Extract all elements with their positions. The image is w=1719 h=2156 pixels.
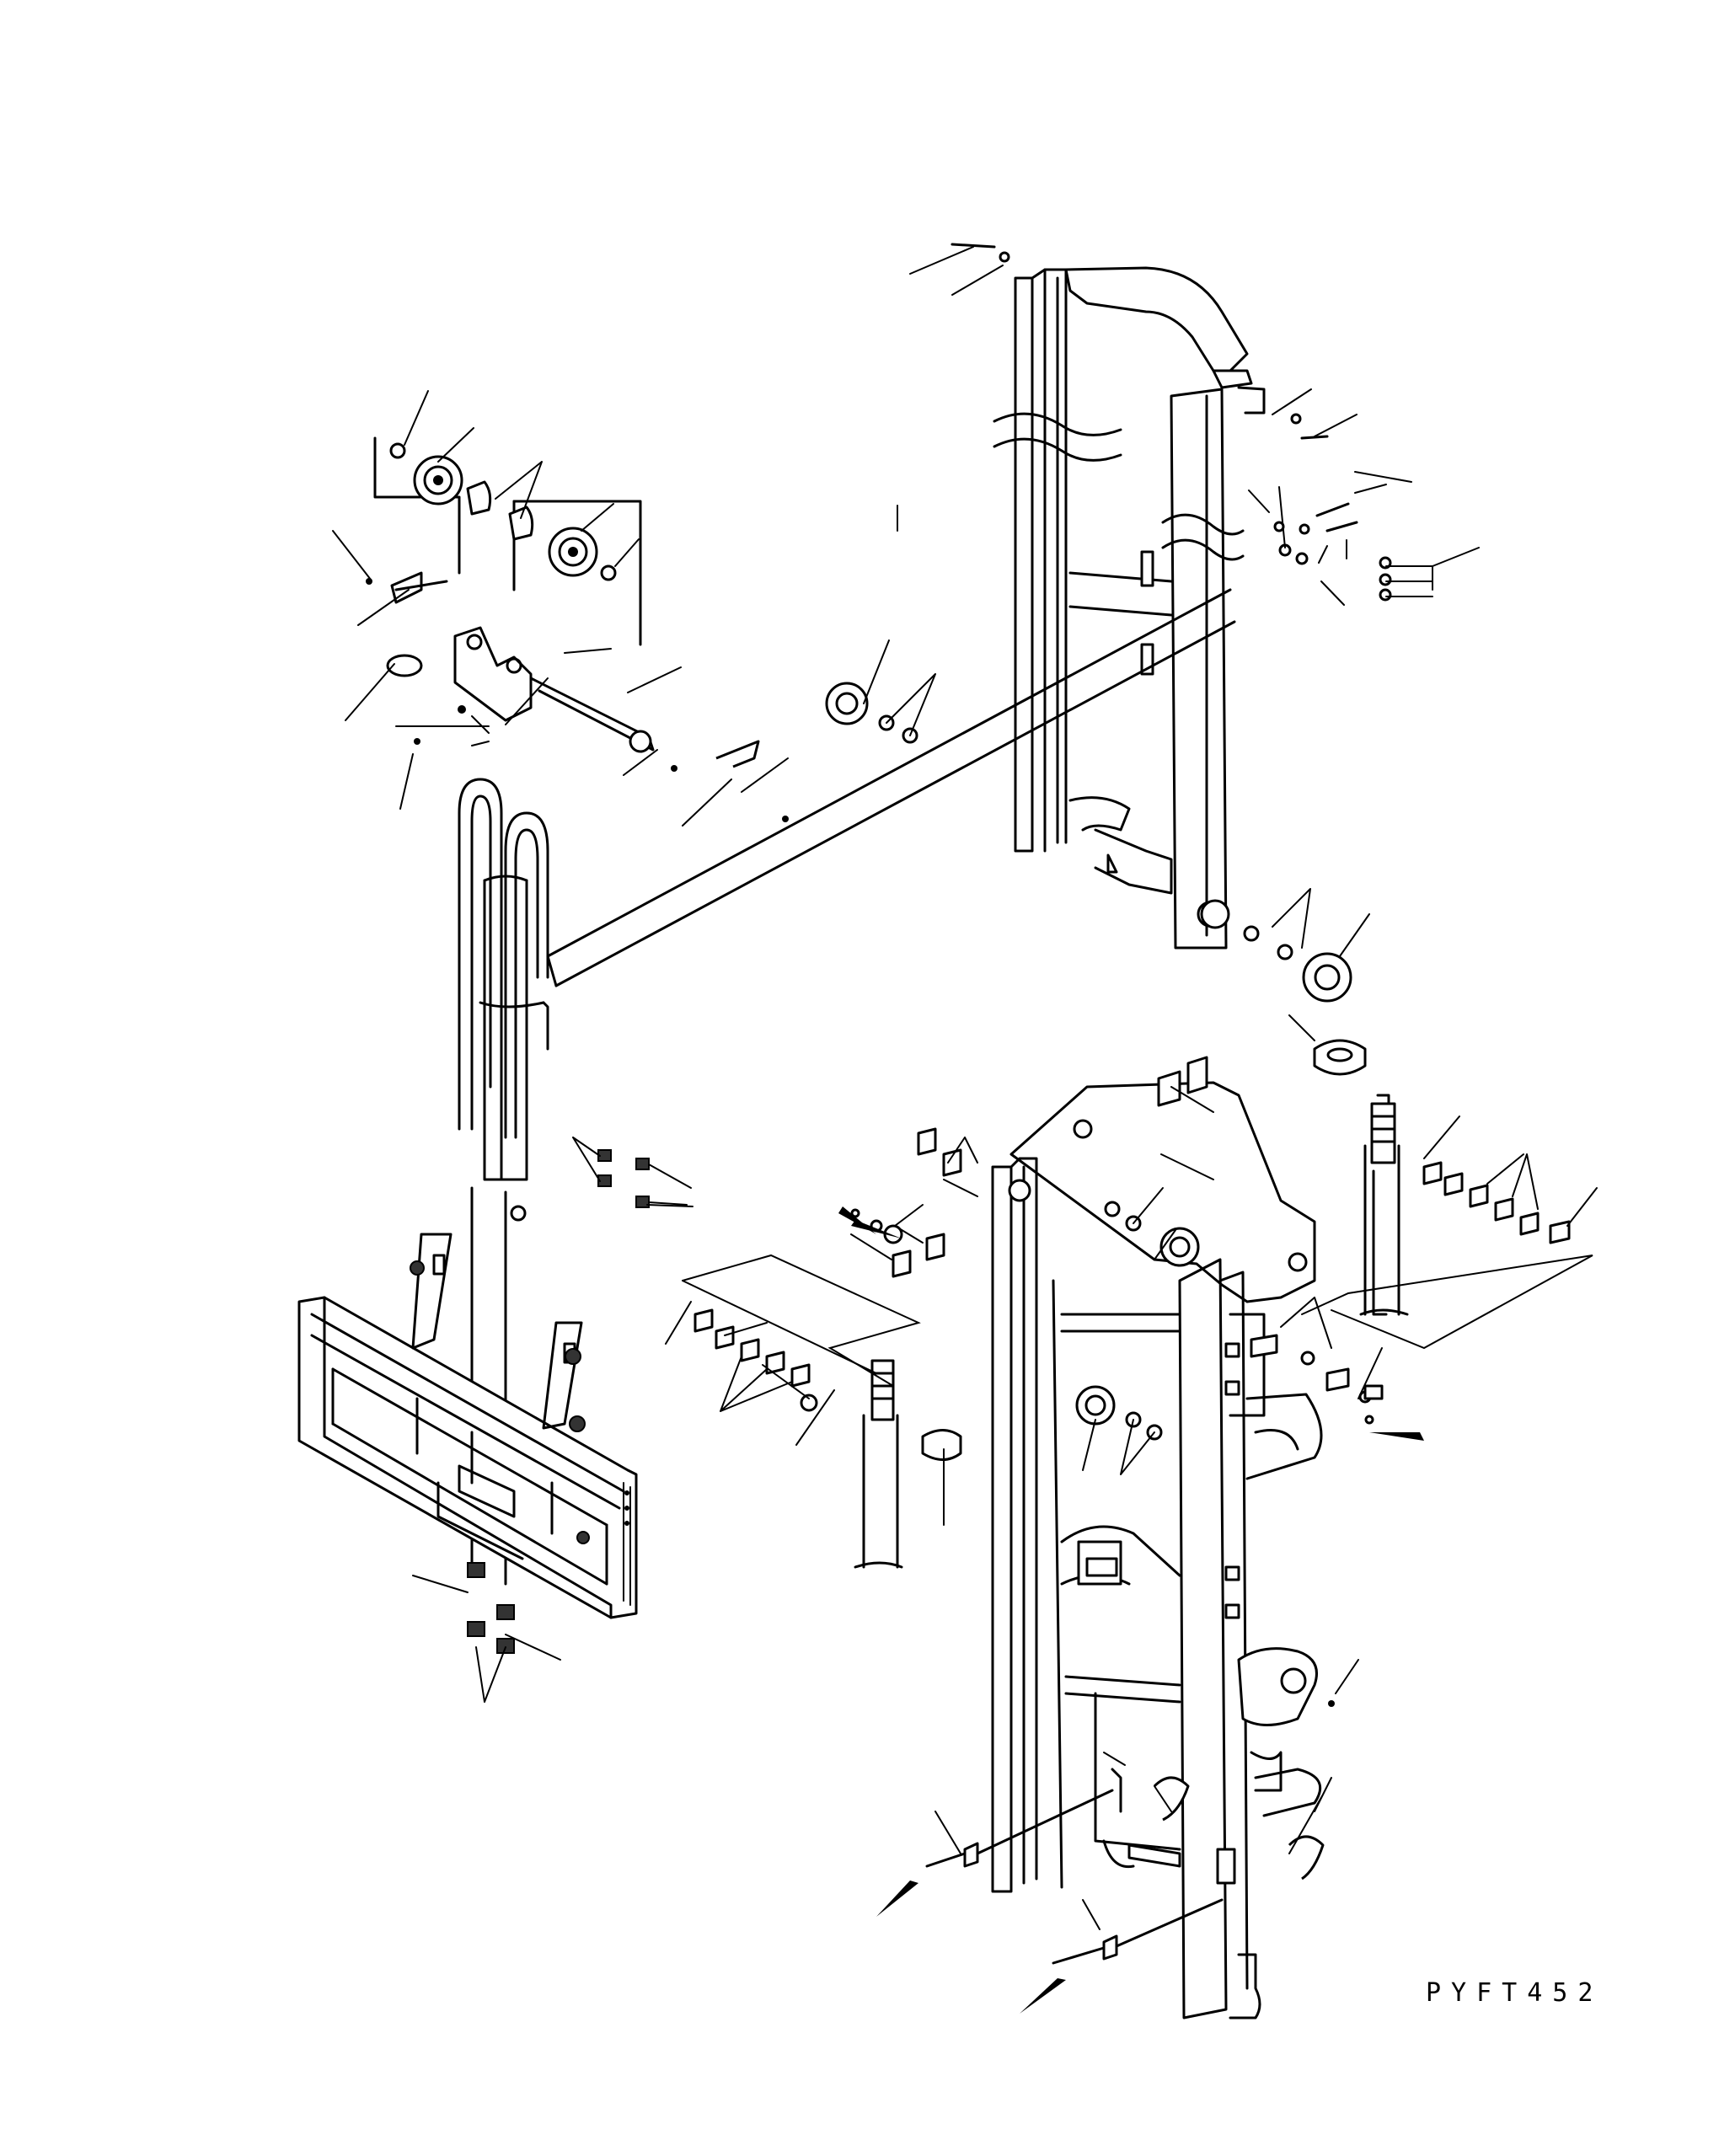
- bracket-assembly: [366, 436, 789, 822]
- rollers-and-washers: [693, 243, 1571, 1441]
- tilt-cylinders: [854, 1039, 1409, 1569]
- grouping-lines: [682, 505, 1593, 1387]
- drawing-code-label: PYFT452: [1426, 1978, 1604, 2008]
- callout-lines: [332, 246, 1598, 1930]
- long-shaft: [546, 588, 1236, 987]
- bottom-hardware: [467, 1149, 1335, 1965]
- fork-carriage: [297, 1233, 638, 1619]
- inner-mast: [993, 266, 1266, 950]
- arrow-heads: [838, 1206, 1424, 2014]
- outer-mast: [991, 1081, 1323, 2020]
